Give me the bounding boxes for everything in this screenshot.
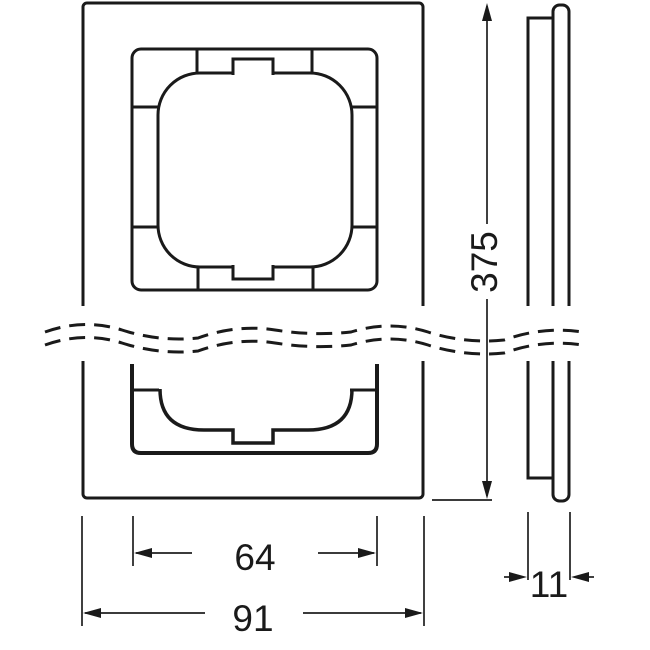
lower-partial-opening [130,364,379,455]
top-tab [231,56,275,75]
label-depth: 11 [530,564,568,605]
bottom-tab [231,264,275,282]
label-opening-width: 64 [234,537,275,578]
break-section [0,306,650,361]
side-view [526,3,571,503]
side-front-face [526,16,553,480]
dimension-labels: 64 91 375 11 [232,231,568,639]
label-total-width: 91 [232,598,273,639]
side-flange [551,3,571,503]
frame-outline [81,1,425,500]
dimension-lines [81,3,594,626]
dimension-height-375 [432,3,492,501]
break-wavy-line-upper [44,322,583,343]
break-wavy-line-lower [44,335,583,356]
front-view [81,1,425,500]
central-plate-outline [156,71,354,269]
dimension-opening-64 [132,516,378,566]
ring-corner-separators [132,49,377,290]
dimension-depth-11 [504,512,594,582]
module-opening-outline [130,47,379,292]
label-total-height: 375 [464,231,505,293]
dimension-total-width-91 [81,516,425,626]
